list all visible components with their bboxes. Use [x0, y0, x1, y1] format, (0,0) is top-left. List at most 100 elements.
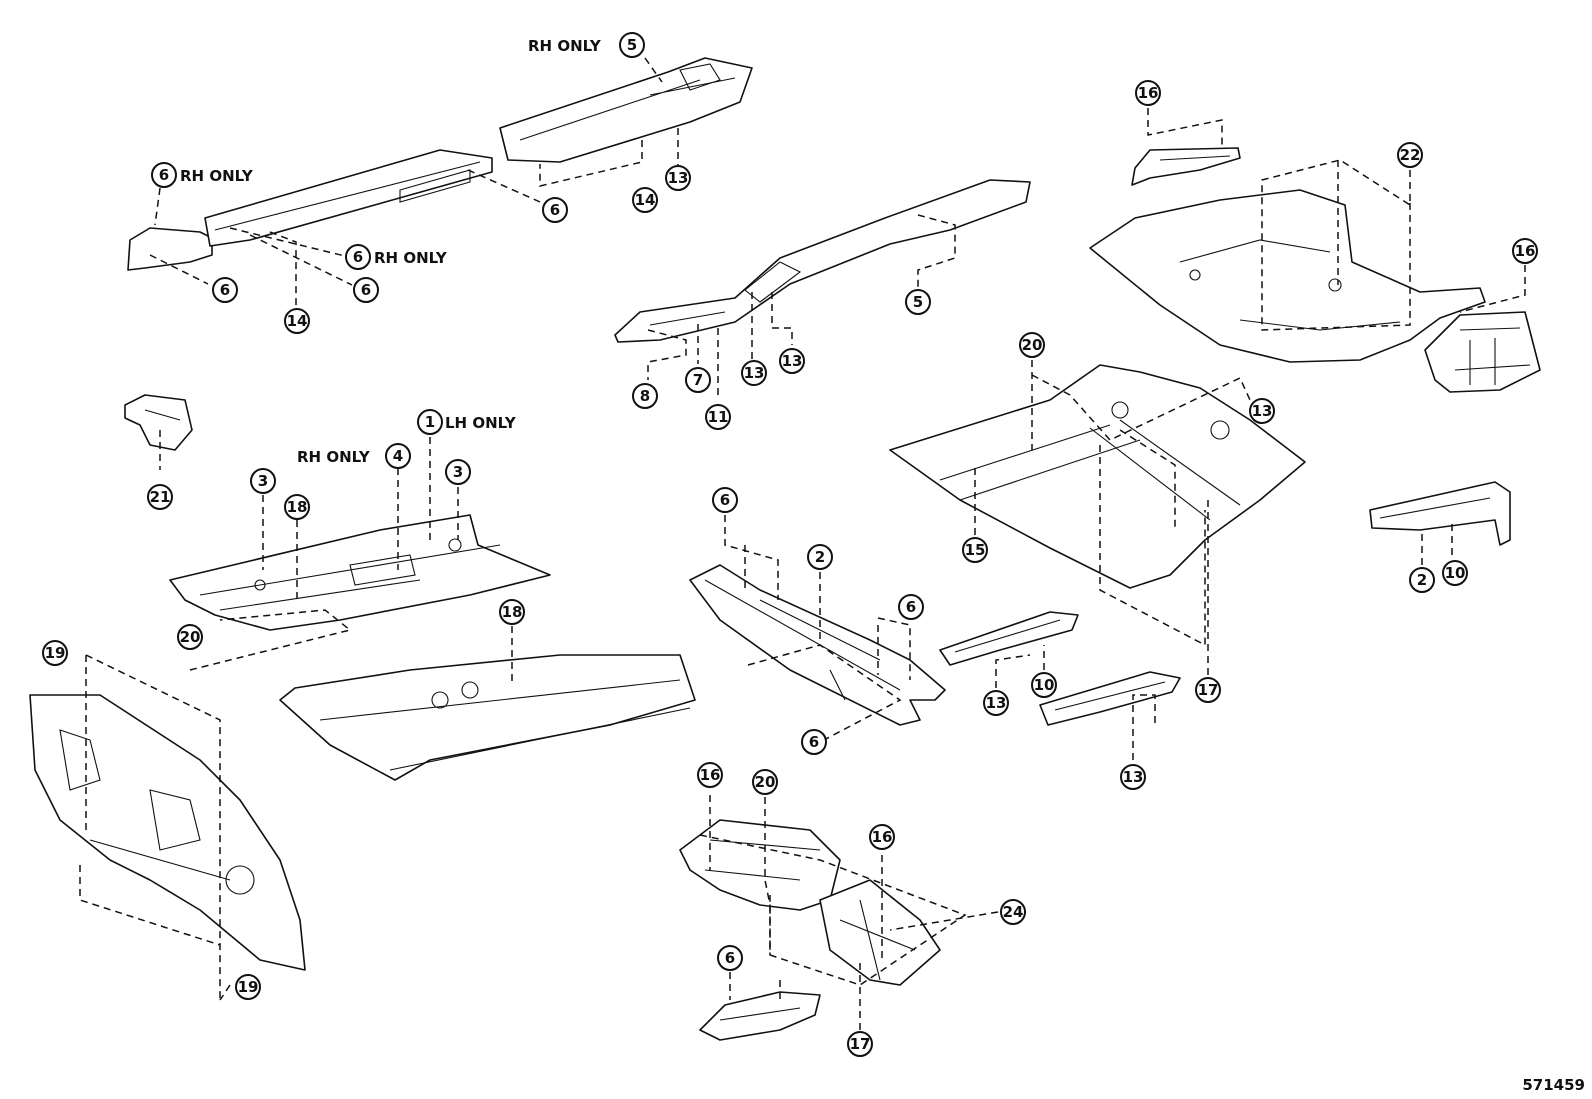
- callout-13: 13: [1120, 764, 1146, 790]
- callout-22: 22: [1397, 142, 1423, 168]
- svg-text:3: 3: [453, 463, 463, 481]
- svg-text:13: 13: [1252, 402, 1273, 420]
- parts-layer: [29, 57, 1541, 1041]
- callout-2: 2: [807, 544, 833, 570]
- svg-text:20: 20: [1022, 336, 1043, 354]
- svg-text:16: 16: [1515, 242, 1536, 260]
- part-box-bracket-right: [1424, 311, 1541, 393]
- callout-19: 19: [235, 974, 261, 1000]
- part-cross-member-right: [1369, 481, 1511, 546]
- callout-10: 10: [1031, 672, 1057, 698]
- part-floor-panel-lower-left: [679, 819, 841, 911]
- callout-13: 13: [779, 348, 805, 374]
- part-front-floor-pan: [169, 514, 551, 631]
- callout-6: 6: [212, 277, 238, 303]
- part-bracket-top-right: [1131, 147, 1241, 186]
- callout-13: 13: [1249, 398, 1275, 424]
- note-rh-only: RH ONLY: [297, 448, 371, 466]
- svg-text:6: 6: [720, 491, 730, 509]
- svg-text:1: 1: [425, 413, 435, 431]
- svg-text:20: 20: [180, 628, 201, 646]
- callout-20: 20: [752, 769, 778, 795]
- part-dash-panel: [29, 694, 306, 971]
- callout-3: 3: [445, 459, 471, 485]
- callout-7: 7: [685, 367, 711, 393]
- callouts-layer: 5 13 14 6 6 6 6 6 14 16 22 16 5 8 7 11 1…: [42, 32, 1538, 1057]
- svg-text:6: 6: [809, 733, 819, 751]
- callout-5: 5: [905, 289, 931, 315]
- callout-11: 11: [705, 404, 731, 430]
- callout-16: 16: [1512, 238, 1538, 264]
- svg-text:11: 11: [708, 408, 729, 426]
- part-bracket-10-upper: [939, 611, 1079, 666]
- part-rear-floor-pan: [1089, 189, 1486, 363]
- part-center-rail-top: [499, 57, 753, 163]
- svg-text:6: 6: [159, 166, 169, 184]
- callout-10: 10: [1442, 560, 1468, 586]
- callout-16: 16: [869, 824, 895, 850]
- callout-3: 3: [250, 468, 276, 494]
- svg-text:6: 6: [361, 281, 371, 299]
- callout-24: 24: [1000, 899, 1026, 925]
- leader-lines: [79, 57, 1526, 1030]
- svg-text:19: 19: [238, 978, 259, 996]
- part-side-member: [614, 179, 1031, 343]
- part-bracket-10-lower: [1039, 671, 1181, 726]
- svg-text:13: 13: [668, 169, 689, 187]
- svg-text:18: 18: [502, 603, 523, 621]
- svg-text:13: 13: [986, 694, 1007, 712]
- callout-14: 14: [284, 308, 310, 334]
- svg-text:10: 10: [1445, 564, 1466, 582]
- part-floor-side-member: [279, 654, 696, 781]
- svg-text:6: 6: [353, 248, 363, 266]
- svg-text:20: 20: [755, 773, 776, 791]
- svg-text:7: 7: [693, 371, 703, 389]
- svg-text:10: 10: [1034, 676, 1055, 694]
- svg-text:18: 18: [287, 498, 308, 516]
- svg-text:19: 19: [45, 644, 66, 662]
- callout-6: 6: [353, 277, 379, 303]
- callout-6: 6: [712, 487, 738, 513]
- callout-6: 6: [717, 945, 743, 971]
- callout-6: 6: [898, 594, 924, 620]
- svg-text:15: 15: [965, 541, 986, 559]
- callout-6: 6: [151, 162, 177, 188]
- callout-18: 18: [284, 494, 310, 520]
- note-rh-only: RH ONLY: [528, 37, 602, 55]
- part-center-floor-pan: [889, 364, 1306, 589]
- illustration-number: 571459: [1522, 1076, 1585, 1094]
- svg-text:5: 5: [627, 36, 637, 54]
- callout-8: 8: [632, 383, 658, 409]
- svg-text:6: 6: [906, 598, 916, 616]
- svg-text:2: 2: [815, 548, 825, 566]
- svg-text:4: 4: [393, 447, 403, 465]
- callout-4: 4: [385, 443, 411, 469]
- svg-text:21: 21: [150, 488, 171, 506]
- callout-1: 1: [417, 409, 443, 435]
- callout-15: 15: [962, 537, 988, 563]
- callout-13: 13: [983, 690, 1009, 716]
- callout-16: 16: [1135, 80, 1161, 106]
- part-floor-panel-lower-right: [819, 879, 941, 986]
- callout-14: 14: [632, 187, 658, 213]
- svg-text:2: 2: [1417, 571, 1427, 589]
- note-rh-only: RH ONLY: [374, 249, 448, 267]
- callout-6: 6: [801, 729, 827, 755]
- svg-text:14: 14: [287, 312, 308, 330]
- callout-19: 19: [42, 640, 68, 666]
- svg-text:14: 14: [635, 191, 656, 209]
- svg-text:13: 13: [744, 364, 765, 382]
- callout-16: 16: [697, 762, 723, 788]
- notes-layer: RH ONLY RH ONLY RH ONLY LH ONLY RH ONLY: [180, 37, 602, 466]
- callout-2: 2: [1409, 567, 1435, 593]
- callout-20: 20: [1019, 332, 1045, 358]
- svg-text:6: 6: [550, 201, 560, 219]
- svg-text:22: 22: [1400, 146, 1421, 164]
- callout-6: 6: [345, 244, 371, 270]
- note-rh-only: RH ONLY: [180, 167, 254, 185]
- note-lh-only: LH ONLY: [445, 414, 517, 432]
- part-bracket-21: [124, 394, 193, 451]
- callout-13: 13: [665, 165, 691, 191]
- callout-18: 18: [499, 599, 525, 625]
